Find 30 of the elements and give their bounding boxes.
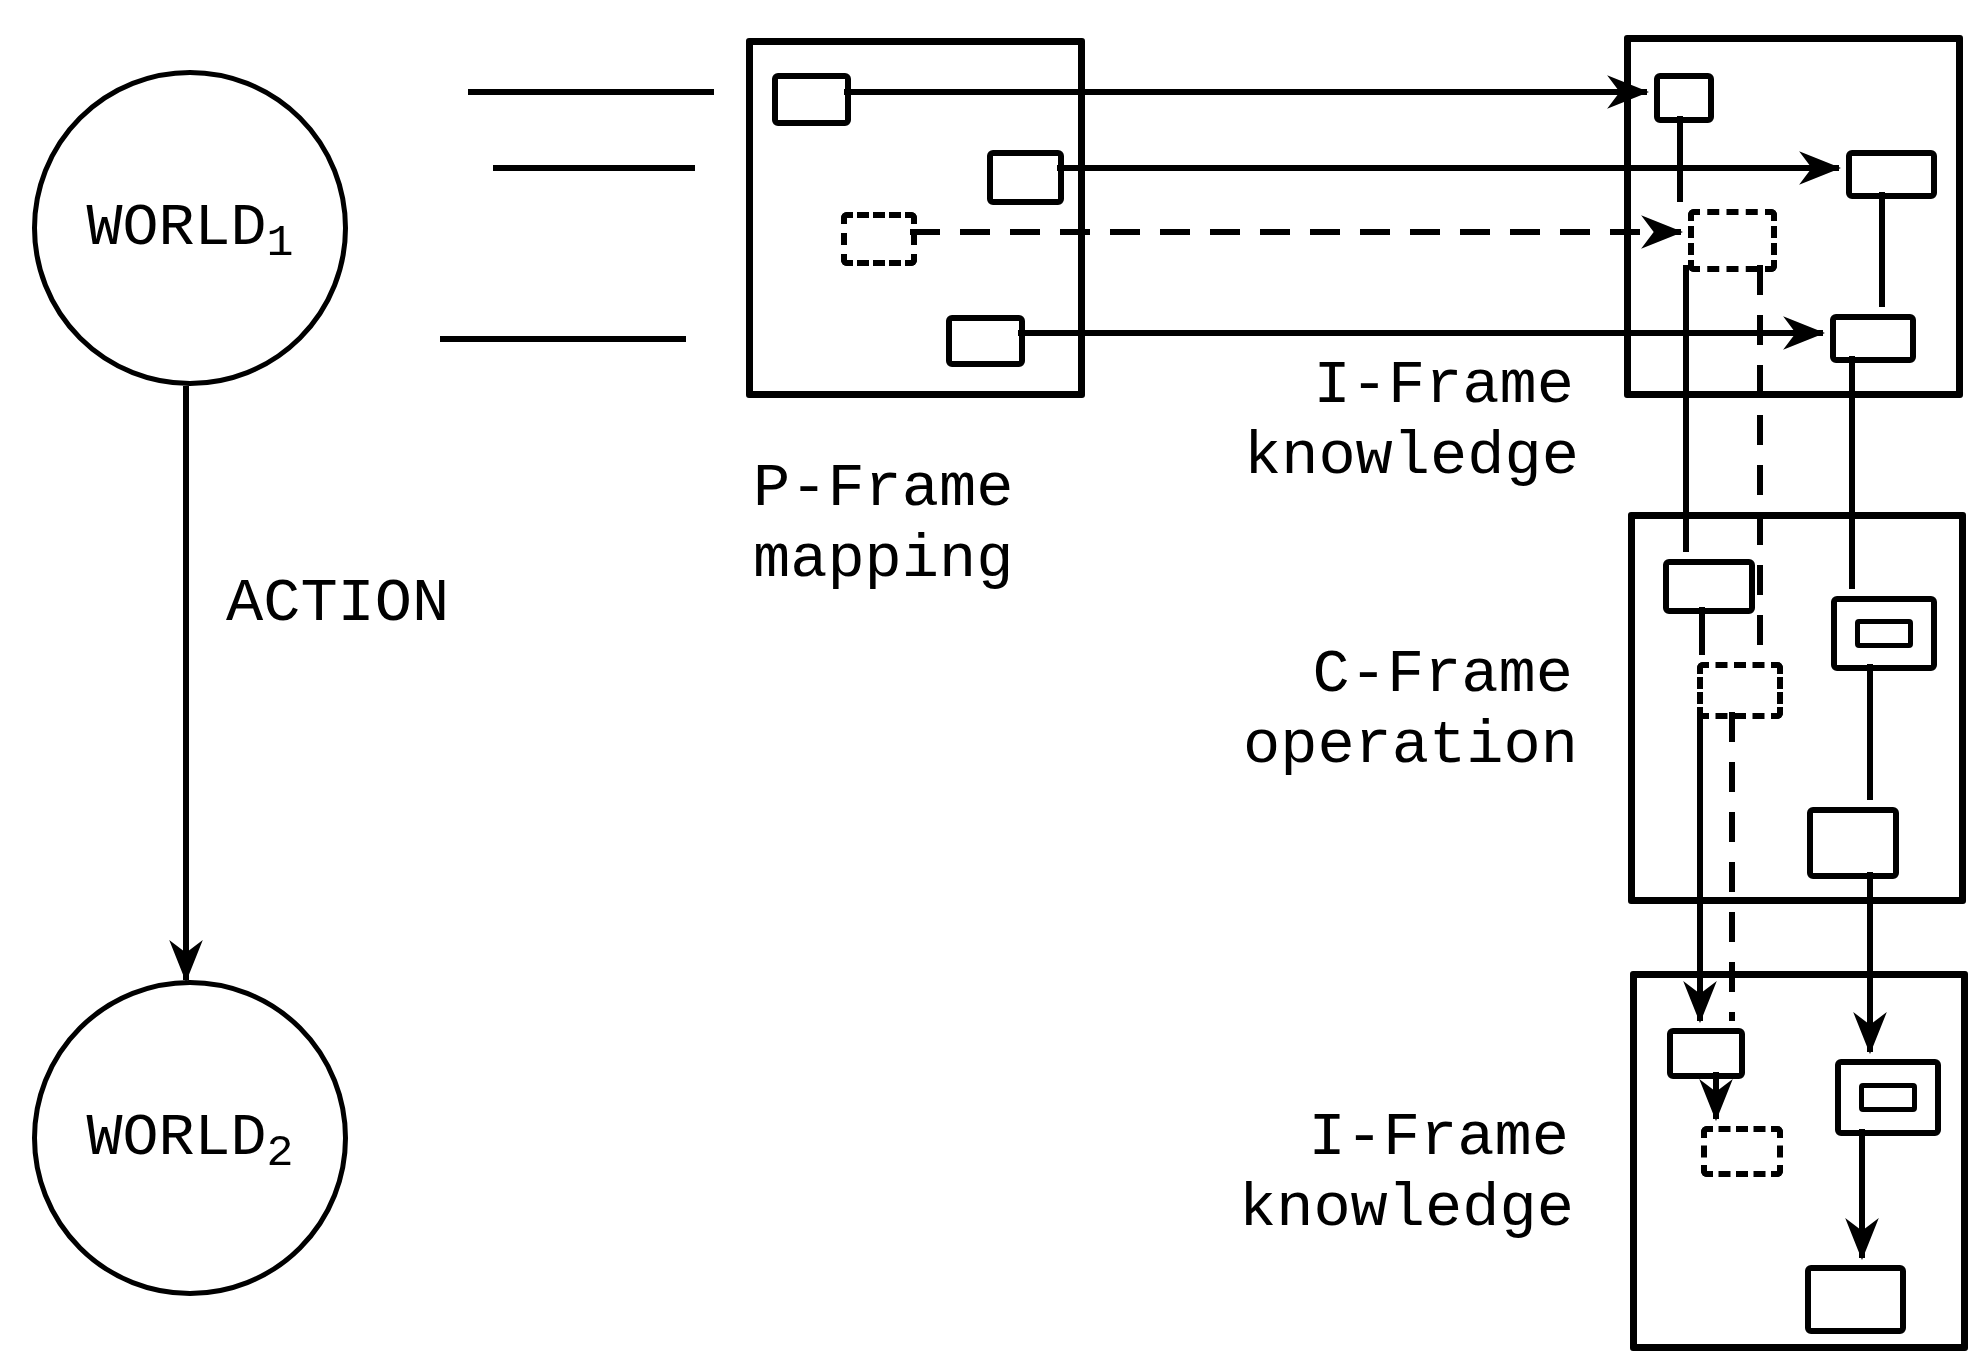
arrow <box>1057 151 1842 185</box>
arrow <box>169 386 203 983</box>
slot-box <box>1835 1059 1941 1136</box>
dashed-slot-box <box>1688 209 1777 272</box>
slot-box <box>987 150 1064 205</box>
slot-box <box>1846 150 1937 199</box>
dashed-slot-box <box>1701 1126 1783 1177</box>
slot-box <box>1654 73 1714 123</box>
frame-label: I-Frame knowledge <box>1244 350 1574 493</box>
world-label: WORLD$_{1}$ <box>86 198 294 258</box>
slot-box <box>1807 807 1899 879</box>
slot-box <box>1831 596 1937 671</box>
slot-box <box>1830 314 1916 363</box>
slot-box <box>772 73 851 126</box>
arrow <box>1845 1129 1879 1261</box>
frame-label: I-Frame knowledge <box>1239 1102 1569 1245</box>
slot-box <box>1667 1028 1745 1079</box>
world-label: WORLD$_{2}$ <box>86 1108 294 1168</box>
arrow <box>1853 872 1887 1055</box>
dashed-arrow <box>910 215 1684 249</box>
arrow <box>1699 1072 1733 1122</box>
frame-label: C-Frame operation <box>1243 639 1573 782</box>
slot-box <box>946 315 1025 367</box>
frame-label: P-Frame mapping <box>753 453 1015 596</box>
arrow <box>1018 316 1826 350</box>
slot-box <box>1663 559 1755 614</box>
dashed-slot-box <box>1697 662 1783 719</box>
arrow <box>844 75 1650 109</box>
dashed-slot-box <box>841 212 917 266</box>
slot-box <box>1805 1265 1906 1334</box>
